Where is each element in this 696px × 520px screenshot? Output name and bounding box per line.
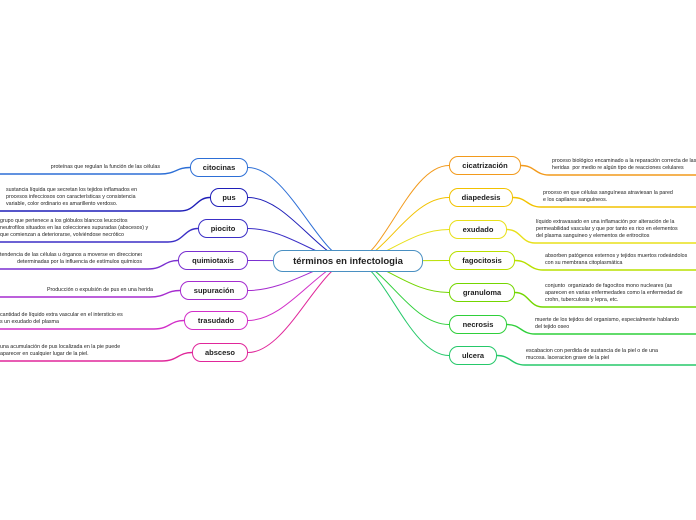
- central-topic-label: términos en infectologia: [293, 255, 403, 267]
- connector-right: [352, 165, 450, 262]
- topic-quimiotaxis[interactable]: quimiotaxis: [178, 251, 248, 270]
- note-citocinas: proteínas que regulan la función de las …: [50, 164, 160, 170]
- topic-label: supuración: [193, 286, 235, 295]
- note-exudado: líquido extravasado en una inflamación p…: [536, 219, 678, 240]
- note-connector: [512, 196, 696, 208]
- note-absceso: una acumulación de pus localizada en la …: [0, 344, 121, 358]
- topic-label: granuloma: [462, 288, 502, 297]
- note-cicatrizacion: proceso biológico encaminado a la repara…: [552, 158, 696, 172]
- note-connector: [514, 291, 696, 308]
- topic-label: diapedesis: [461, 193, 501, 202]
- topic-label: citocinas: [202, 163, 236, 172]
- topic-label: cicatrización: [462, 161, 508, 170]
- connector-right: [352, 260, 450, 356]
- topic-label: fagocitosis: [462, 256, 502, 265]
- note-connector: [0, 259, 179, 270]
- topic-necrosis[interactable]: necrosis: [449, 315, 507, 334]
- topic-label: trasudado: [197, 316, 235, 325]
- topic-fagocitosis[interactable]: fagocitosis: [449, 251, 515, 270]
- note-connector: [496, 354, 696, 366]
- topic-label: quimiotaxis: [192, 256, 234, 265]
- topic-trasudado[interactable]: trasudado: [184, 311, 248, 330]
- note-piocito: grupo que pertenece a los glóbulos blanc…: [0, 218, 149, 239]
- note-diapedesis: proceso en que células sanguíneas atravi…: [543, 190, 673, 204]
- topic-label: ulcera: [461, 351, 485, 360]
- note-connector: [506, 323, 696, 335]
- topic-label: exudado: [462, 225, 494, 234]
- note-granuloma: conjunto organizado de fagocitos mono nu…: [545, 283, 683, 304]
- connector-left: [247, 167, 352, 262]
- note-connector: [0, 351, 193, 362]
- note-connector: [0, 319, 185, 330]
- topic-label: piocito: [210, 224, 236, 233]
- note-ulcera: escabacion con perdida de sustancia de l…: [526, 348, 658, 362]
- note-supuracion: Producción o expulsión de pus en una her…: [46, 287, 153, 293]
- topic-label: absceso: [204, 348, 236, 357]
- note-trasudado: cantidad de líquido extra vascular en el…: [0, 312, 123, 326]
- note-connector: [0, 166, 191, 175]
- note-connector: [0, 227, 199, 243]
- note-necrosis: muerte de los tejidos del organismo, esp…: [535, 317, 679, 331]
- topic-granuloma[interactable]: granuloma: [449, 283, 515, 302]
- note-connector: [514, 259, 696, 271]
- topic-cicatrizacion[interactable]: cicatrización: [449, 156, 521, 175]
- topic-pus[interactable]: pus: [210, 188, 248, 207]
- note-connector: [0, 289, 181, 298]
- topic-diapedesis[interactable]: diapedesis: [449, 188, 513, 207]
- topic-label: necrosis: [462, 320, 494, 329]
- topic-citocinas[interactable]: citocinas: [190, 158, 248, 177]
- topic-absceso[interactable]: absceso: [192, 343, 248, 362]
- topic-label: pus: [222, 193, 236, 202]
- central-topic[interactable]: términos en infectologia: [273, 250, 423, 272]
- topic-ulcera[interactable]: ulcera: [449, 346, 497, 365]
- note-fagocitosis: absorben patógenos externos y tejidos mu…: [545, 253, 688, 267]
- topic-piocito[interactable]: piocito: [198, 219, 248, 238]
- note-connector: [520, 164, 696, 176]
- topic-supuracion[interactable]: supuración: [180, 281, 248, 300]
- note-connector: [506, 228, 696, 244]
- note-connector: [0, 196, 211, 212]
- note-quimiotaxis: tendencia de las células u órganos a mov…: [0, 252, 142, 266]
- note-pus: sustancia líquida que secretan los tejid…: [6, 187, 138, 208]
- connector-left: [247, 260, 352, 353]
- topic-exudado[interactable]: exudado: [449, 220, 507, 239]
